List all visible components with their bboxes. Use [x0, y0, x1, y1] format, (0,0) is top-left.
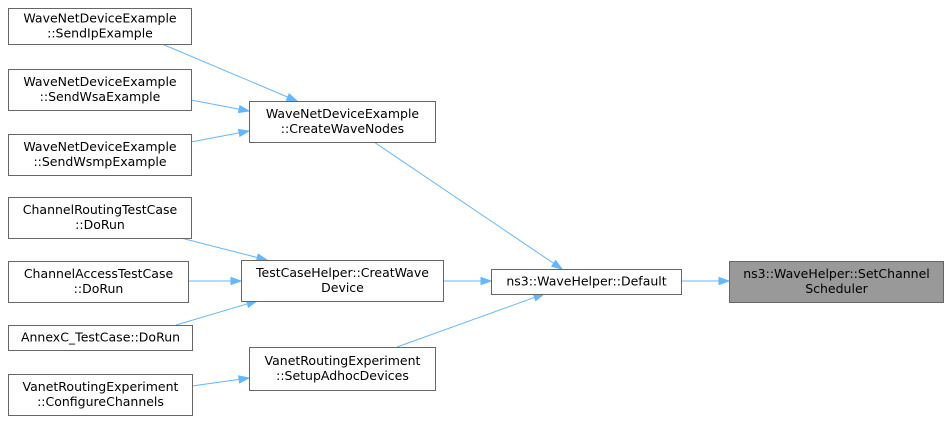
node-label-line: TestCaseHelper::CreatWave	[255, 265, 429, 280]
arrowhead-icon	[238, 375, 251, 384]
edge-sendip-to-createwavenodes	[161, 43, 289, 98]
arrowhead-icon	[230, 276, 243, 286]
node-configurechannels[interactable]: VanetRoutingExperiment::ConfigureChannel…	[8, 374, 193, 416]
node-sendip[interactable]: WaveNetDeviceExample::SendIpExample	[8, 8, 192, 45]
edge-channelrouting-to-creatwavedevice	[176, 236, 259, 259]
node-label-line: WaveNetDeviceExample	[266, 106, 420, 121]
node-box[interactable]	[249, 101, 436, 143]
arrowhead-icon	[237, 104, 251, 114]
node-box[interactable]	[8, 374, 193, 416]
node-label-line: ChannelAccessTestCase	[24, 266, 174, 281]
node-sendwsa[interactable]: WaveNetDeviceExample::SendWsaExample	[8, 69, 192, 111]
edge-layer	[161, 43, 731, 387]
node-setupadhoc[interactable]: VanetRoutingExperiment::SetupAdhocDevice…	[249, 347, 436, 391]
node-box[interactable]	[241, 260, 444, 302]
arrowhead-icon	[532, 293, 546, 302]
node-layer: WaveNetDeviceExample::SendIpExampleWaveN…	[8, 8, 944, 416]
node-label-line: ns3::WaveHelper::SetChannel	[743, 266, 930, 281]
node-label-line: ::CreateWaveNodes	[281, 121, 404, 136]
node-box[interactable]	[8, 8, 192, 45]
node-label-line: ChannelRoutingTestCase	[23, 202, 178, 217]
node-label-line: ::DoRun	[75, 217, 125, 232]
node-box[interactable]	[729, 261, 944, 303]
node-sendwsmp[interactable]: WaveNetDeviceExample::SendWsmpExample	[8, 134, 192, 176]
node-label-line: ::SendIpExample	[47, 26, 153, 41]
node-box[interactable]	[8, 134, 192, 176]
node-default[interactable]: ns3::WaveHelper::Default	[491, 269, 682, 295]
node-box[interactable]	[491, 269, 682, 295]
edge-sendwsa-to-createwavenodes	[190, 99, 241, 110]
node-label-line: ::SetupAdhocDevices	[276, 368, 409, 383]
node-label-line: WaveNetDeviceExample	[23, 139, 177, 154]
node-label-line: Scheduler	[805, 281, 868, 296]
arrowhead-icon	[718, 276, 731, 286]
node-label-line: ::SendWsmpExample	[33, 154, 166, 169]
edge-setupadhoc-to-default	[396, 296, 536, 348]
arrowhead-icon	[255, 253, 269, 262]
edge-sendwsmp-to-createwavenodes	[190, 132, 241, 143]
node-channelaccess[interactable]: ChannelAccessTestCase::DoRun	[8, 261, 189, 303]
arrowhead-icon	[237, 128, 251, 138]
node-label-line: ::DoRun	[74, 281, 124, 296]
node-label-line: ::SendWsaExample	[40, 89, 161, 104]
node-channelrouting[interactable]: ChannelRoutingTestCase::DoRun	[8, 197, 192, 239]
arrowhead-icon	[285, 93, 299, 102]
node-label-line: VanetRoutingExperiment	[23, 379, 179, 394]
node-label-line: ns3::WaveHelper::Default	[506, 274, 666, 289]
arrowhead-icon	[480, 276, 493, 286]
node-box[interactable]	[8, 69, 192, 111]
node-box[interactable]	[8, 325, 193, 351]
node-label-line: AnnexC_TestCase::DoRun	[21, 330, 180, 345]
edge-createwavenodes-to-default	[373, 141, 555, 265]
node-label-line: Device	[321, 280, 364, 295]
node-box[interactable]	[8, 197, 192, 239]
node-label-line: ::ConfigureChannels	[37, 394, 164, 409]
arrowhead-icon	[550, 259, 564, 270]
node-box[interactable]	[8, 261, 189, 303]
edge-configurechannels-to-setupadhoc	[191, 378, 241, 387]
node-annexc[interactable]: AnnexC_TestCase::DoRun	[8, 325, 193, 351]
node-createwavenodes[interactable]: WaveNetDeviceExample::CreateWaveNodes	[249, 101, 436, 143]
edge-annexc-to-creatwavedevice	[175, 303, 249, 326]
node-label-line: WaveNetDeviceExample	[23, 74, 177, 89]
node-box[interactable]	[249, 347, 436, 391]
node-label-line: WaveNetDeviceExample	[23, 11, 177, 26]
node-label-line: VanetRoutingExperiment	[265, 353, 421, 368]
